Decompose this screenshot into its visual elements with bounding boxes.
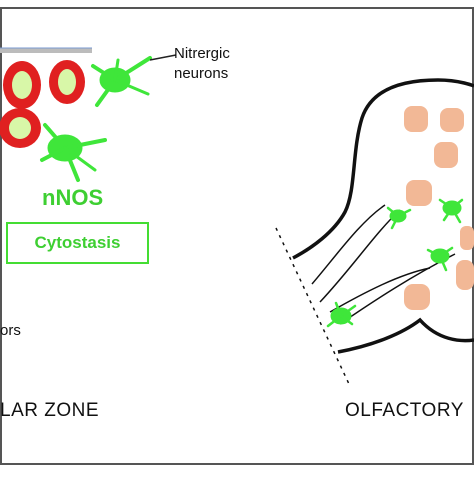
cytostasis-box: Cytostasis [6, 222, 149, 264]
migration-paths [311, 204, 456, 325]
zone-right-label: OLFACTORY [345, 400, 464, 421]
nnos-label: nNOS [42, 185, 104, 210]
bulb-cell [406, 180, 432, 206]
partial-left-label: ors [0, 322, 21, 339]
bulb-cell [404, 284, 430, 310]
precursor-cell-core [12, 71, 32, 99]
bulb-cell [440, 108, 464, 132]
nitrergic-neurons-label: Nitrergic neurons [174, 45, 230, 82]
bulb-upper-outline [292, 78, 474, 260]
membrane-bar [0, 48, 92, 53]
cytostasis-label: Cytostasis [34, 233, 121, 252]
bulb-cell [456, 260, 474, 290]
bulb-cell [404, 106, 428, 132]
bulb-neuron [326, 301, 357, 328]
bulb-lower-outline [337, 317, 474, 354]
zone-left-label: LAR ZONE [0, 400, 100, 421]
precursor-cell-group [0, 60, 85, 148]
nitrergic-neuron-lower [40, 123, 107, 182]
nitrergic-neuron-large [91, 56, 152, 107]
bulb-cell [460, 226, 474, 250]
bulb-cell [434, 142, 458, 168]
bulb-neuron [438, 198, 464, 224]
bulb-neuron [386, 206, 412, 230]
precursor-cell-core [9, 117, 31, 139]
neuron-label-leader [149, 54, 177, 61]
bulb-neuron [426, 246, 454, 272]
precursor-cell-core [58, 69, 76, 95]
bulb-cell-blobs [404, 106, 474, 310]
